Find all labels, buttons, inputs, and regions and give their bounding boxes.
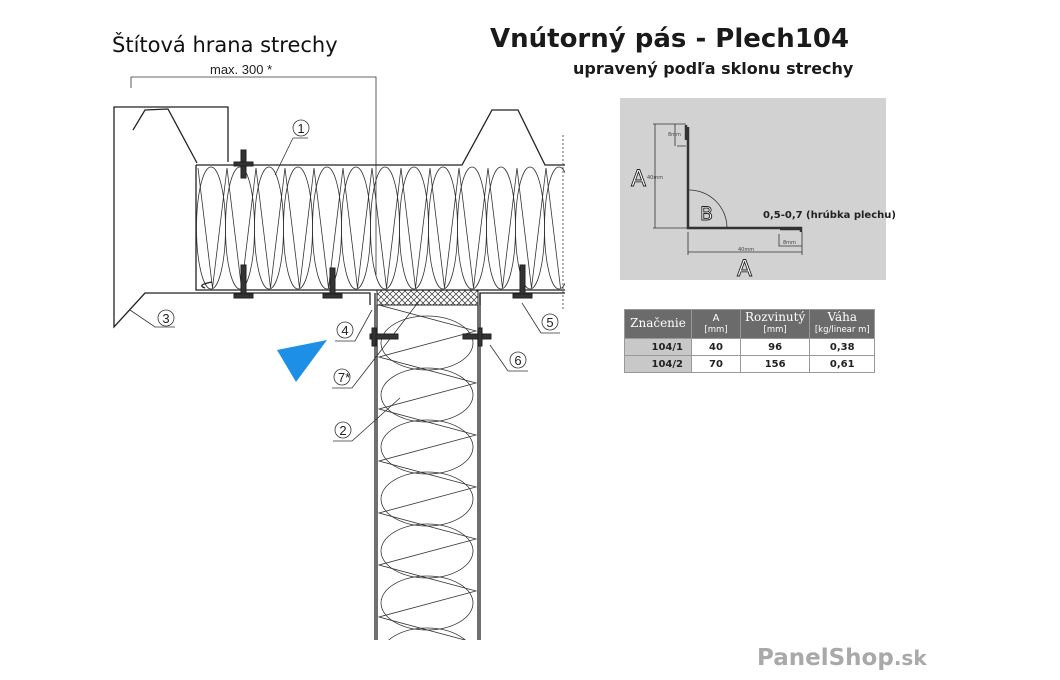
insulation-fiber	[196, 166, 226, 290]
insulation-zigzag	[378, 305, 477, 640]
thickness-note: 0,5-0,7 (hrúbka plechu)	[763, 209, 896, 221]
insulation-fiber	[380, 315, 474, 371]
roof-sandwich-panel	[195, 109, 565, 310]
sub-heading: upravený podľa sklonu strechy	[573, 59, 854, 78]
insulation-fiber	[380, 367, 474, 423]
panel-lip	[201, 281, 213, 289]
dim-8-top: 8mm	[668, 132, 681, 138]
cell-weight: 0,61	[809, 355, 876, 373]
svg-text:2: 2	[339, 423, 346, 438]
callouts: 1 3 4 5 6 7* 2	[129, 119, 560, 442]
dimension-table: Značenie A[mm] Rozvinutý[mm] Váha[kg/lin…	[624, 309, 876, 373]
insulation-fiber	[370, 166, 400, 290]
insulation-fiber	[380, 575, 474, 631]
dim-8-bottom: 8mm	[783, 240, 796, 246]
cell-a: 40	[691, 338, 741, 356]
screw-icon	[322, 267, 343, 299]
cursor-arrow-icon	[277, 340, 327, 382]
screw-icon	[512, 264, 533, 299]
angle-label-b: B	[700, 203, 713, 225]
insulation-fiber	[341, 166, 371, 290]
insulation-fiber	[380, 419, 474, 475]
insulation-fiber	[399, 166, 429, 290]
insulation-zigzag	[197, 167, 561, 289]
insulation-fiber	[486, 166, 516, 290]
svg-text:1: 1	[297, 121, 304, 136]
svg-text:5: 5	[546, 315, 553, 330]
insulation-fiber	[225, 166, 255, 290]
insulation-fiber	[312, 166, 342, 290]
callout-1: 1	[274, 119, 310, 176]
callout-2: 2	[333, 397, 401, 442]
svg-text:4: 4	[341, 323, 348, 338]
insulation-fiber	[428, 166, 458, 290]
callout-4: 4	[335, 309, 373, 342]
screw-fasteners	[233, 149, 533, 347]
callout-5: 5	[521, 302, 560, 334]
wall-insulation	[378, 305, 477, 640]
svg-text:3: 3	[162, 311, 169, 326]
callout-6: 6	[489, 344, 528, 372]
cell-weight: 0,38	[809, 338, 876, 356]
header-a: A[mm]	[691, 309, 741, 339]
drawing-title: Štítová hrana strechy	[112, 32, 338, 57]
table-row: 104/1 40 96 0,38	[624, 338, 876, 356]
main-heading: Vnútorný pás - Plech104	[490, 24, 849, 54]
insulation-fiber	[457, 166, 487, 290]
insulation-fiber	[388, 627, 466, 640]
dimension-line	[130, 76, 377, 275]
table-row: 104/2 70 156 0,61	[624, 355, 876, 373]
cell-marking: 104/2	[624, 355, 692, 373]
roof-insulation	[196, 166, 565, 290]
screw-icon	[233, 264, 254, 299]
panelshop-logo: PanelShop.sk	[757, 645, 927, 671]
header-marking: Značenie	[624, 309, 692, 339]
header-weight: Váha[kg/linear m]	[809, 309, 876, 339]
max-dimension-label: max. 300 *	[210, 62, 272, 77]
wall-panel	[374, 289, 481, 640]
insulation-fiber	[380, 523, 474, 579]
profile-detail: A A B 40mm 40mm 8mm 8mm 0,5-0,7 (hrúbka …	[620, 98, 896, 282]
screw-icon	[462, 327, 492, 347]
insulation-fiber	[544, 166, 565, 290]
callout-3: 3	[129, 309, 175, 328]
cell-a: 70	[691, 355, 741, 373]
header-developed: Rozvinutý[mm]	[739, 309, 811, 339]
callout-7: 7*	[332, 299, 421, 389]
svg-text:7*: 7*	[338, 370, 350, 385]
table-header-row: Značenie A[mm] Rozvinutý[mm] Váha[kg/lin…	[624, 309, 876, 339]
dim-40-horizontal: 40mm	[738, 247, 754, 253]
dim-label-a-vertical: A	[631, 167, 646, 192]
insulation-fiber	[380, 471, 474, 527]
cell-marking: 104/1	[624, 338, 692, 356]
insulation-fiber	[254, 166, 284, 290]
panel-rib-edge	[132, 108, 198, 164]
screw-icon	[369, 327, 399, 347]
svg-text:6: 6	[514, 353, 521, 368]
dim-40-vertical: 40mm	[647, 175, 663, 181]
screw-icon	[233, 149, 254, 179]
gable-flashing	[113, 106, 371, 329]
cell-developed: 156	[739, 355, 811, 373]
insulation-fiber	[283, 166, 313, 290]
cell-developed: 96	[739, 338, 811, 356]
dim-label-a-horizontal: A	[737, 257, 752, 282]
